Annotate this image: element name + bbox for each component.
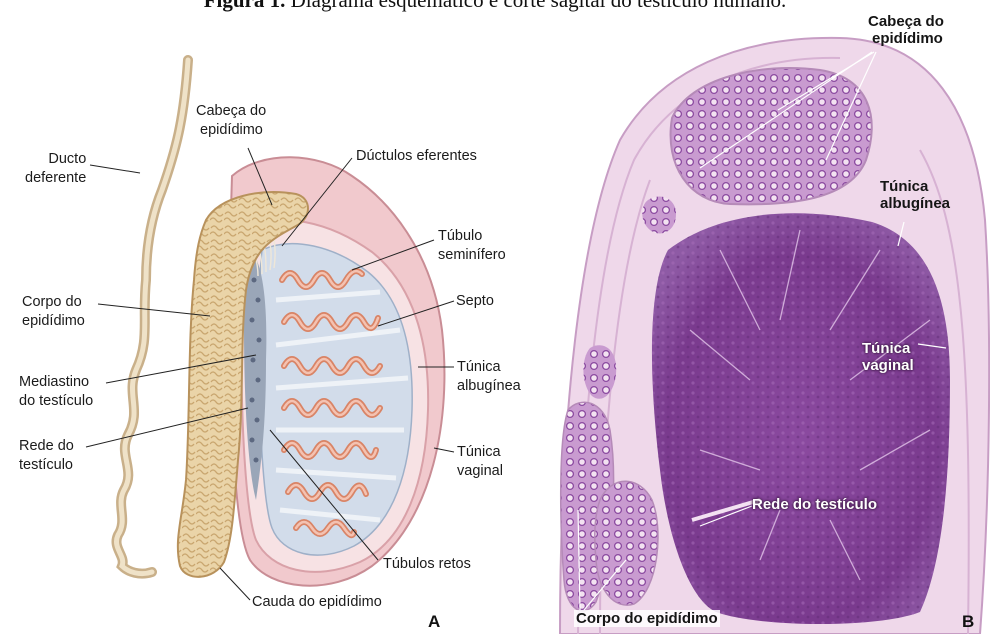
label-tunica-albuginea-b: Túnica albugínea [880,178,950,212]
label-tunica-vaginal-a: Túnica vaginal [457,443,503,481]
label-vaginal-b-line1: Túnica [862,340,914,357]
label-corpo-a-line2: epidídimo [22,312,85,331]
label-rede-testiculo-b: Rede do testículo [752,496,877,513]
label-vaginal-a-line2: vaginal [457,462,503,481]
label-albuginea-b-line2: albugínea [880,195,950,212]
label-cabeca-b-line1: Cabeça do [868,13,944,30]
label-albuginea-a-line2: albugínea [457,377,521,396]
label-ductulos-eferentes-text: Dúctulos eferentes [356,147,477,166]
label-tunica-albuginea-a: Túnica albugínea [457,358,521,396]
label-tubulo-line1: Túbulo [438,227,506,246]
label-mediastino-line1: Mediastino [19,373,93,392]
label-corpo-a-line1: Corpo do [22,293,85,312]
label-cabeca-epididimo-a: Cabeça do epidídimo [196,102,266,140]
label-cabeca-a-line2: epidídimo [200,121,266,140]
label-cabeca-b-line2: epidídimo [872,30,944,47]
label-tubulo-seminifero: Túbulo seminífero [438,227,506,265]
label-corpo-epididimo-b: Corpo do epidídimo [574,610,720,627]
label-ducto-deferente-line1: Ducto [37,150,86,169]
panel-b-micrograph [540,0,990,634]
label-rede-a-line1: Rede do [19,437,74,456]
label-rede-b-text: Rede do testículo [752,496,877,513]
label-cabeca-epididimo-b: Cabeça do epidídimo [868,13,944,47]
label-cabeca-a-line1: Cabeça do [196,102,266,121]
label-ducto-deferente: Ducto deferente [37,150,86,188]
cabeca-epididimo-b-shape [671,68,872,204]
label-rede-testiculo-a: Rede do testículo [19,437,74,475]
label-tubulos-retos: Túbulos retos [383,555,471,574]
label-cauda-text: Cauda do epidídimo [252,593,382,612]
label-tubulos-retos-text: Túbulos retos [383,555,471,574]
label-ductulos-eferentes: Dúctulos eferentes [356,147,477,166]
label-tubulo-line2: seminífero [438,246,506,265]
label-rede-a-line2: testículo [19,456,74,475]
label-vaginal-a-line1: Túnica [457,443,503,462]
label-septo: Septo [456,292,494,311]
label-albuginea-b-line1: Túnica [880,178,950,195]
label-cauda-epididimo: Cauda do epidídimo [252,593,382,612]
label-tunica-vaginal-b: Túnica vaginal [862,340,914,374]
panel-a-letter: A [428,612,440,632]
label-vaginal-b-line2: vaginal [862,357,914,374]
label-corpo-b-text: Corpo do epidídimo [576,610,718,627]
label-septo-text: Septo [456,292,494,311]
label-mediastino: Mediastino do testículo [19,373,93,411]
label-ducto-deferente-line2: deferente [25,169,86,188]
panel-b-letter: B [962,612,974,632]
label-mediastino-line2: do testículo [19,392,93,411]
label-albuginea-a-line1: Túnica [457,358,521,377]
label-corpo-epididimo-a: Corpo do epidídimo [22,293,85,331]
